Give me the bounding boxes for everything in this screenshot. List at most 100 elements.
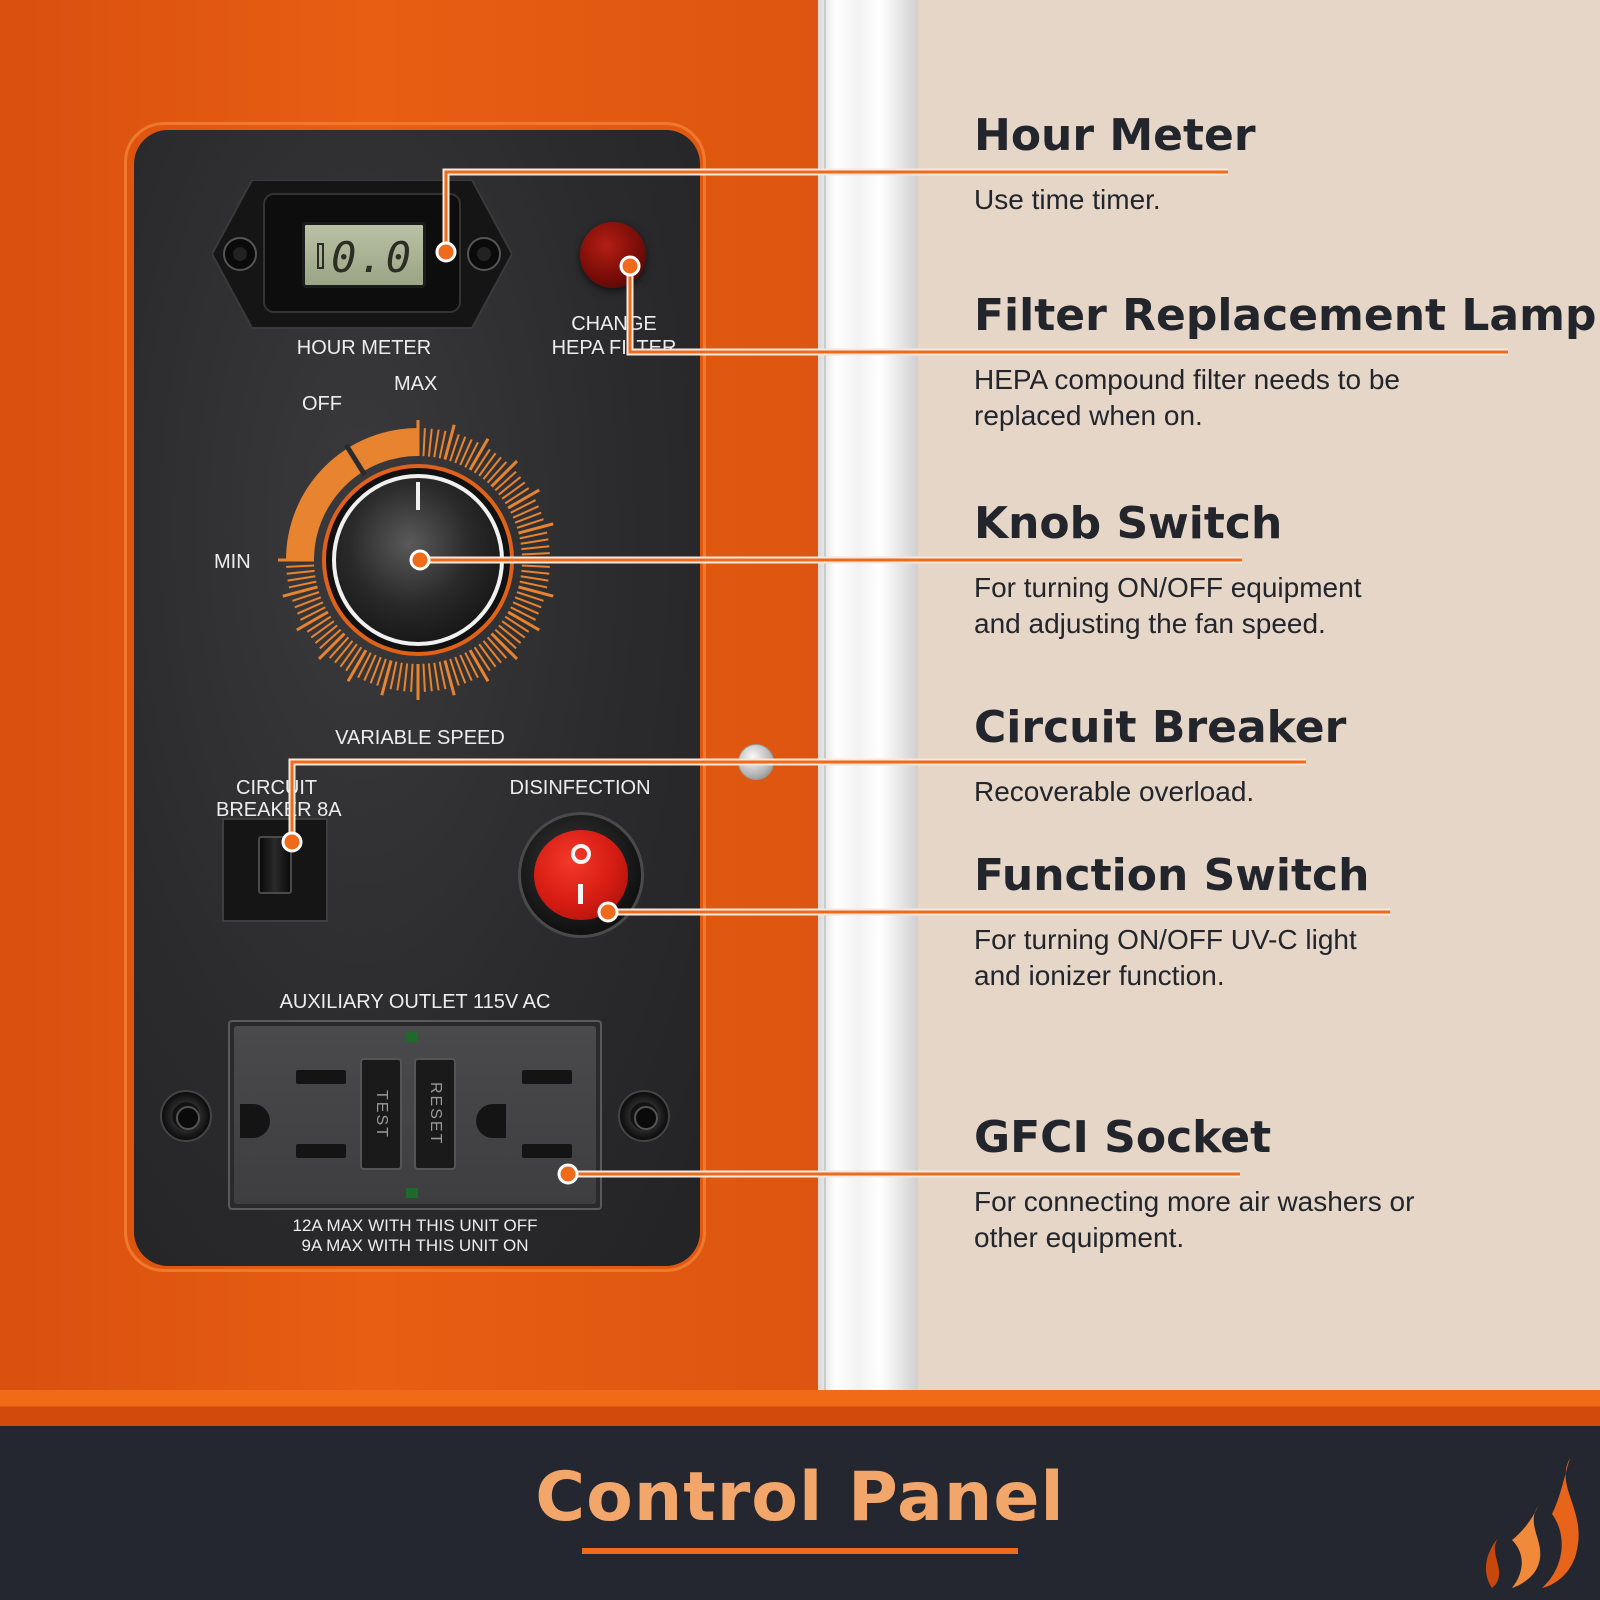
dial-tick: [427, 428, 433, 457]
dial-tick: [464, 441, 479, 468]
footer-underline: [582, 1548, 1018, 1554]
dial-tick: [396, 662, 403, 691]
dial-tick: [345, 646, 363, 672]
footer-bar: [0, 1426, 1600, 1600]
gfci-reset-button[interactable]: RESET: [414, 1058, 456, 1170]
dial-tick: [357, 652, 372, 679]
dial-tick: [433, 429, 440, 458]
rocker-off-mark: [571, 844, 591, 864]
dial-tick: [314, 624, 338, 644]
dial-tick: [468, 649, 490, 682]
feature-title: Filter Replacement Lamp: [974, 290, 1597, 341]
dial-tick: [299, 606, 326, 621]
dial-tick: [482, 456, 502, 480]
dial-tick: [317, 632, 346, 661]
breaker-lever[interactable]: [258, 836, 292, 894]
outlet-label: AUXILIARY OUTLET 115V AC: [279, 991, 551, 1013]
dial-tick: [486, 636, 508, 659]
dial-tick: [520, 575, 549, 582]
dial-tick: [376, 658, 387, 686]
dial-tick: [501, 481, 526, 500]
dial-tick: [346, 649, 368, 682]
dial-tick: [287, 575, 316, 582]
dial-tick: [518, 522, 554, 535]
dial-tick: [438, 430, 447, 459]
feature-desc-line1: For turning ON/OFF equipment: [974, 572, 1362, 603]
feature-title: Knob Switch: [974, 498, 1283, 549]
dial-tick: [306, 615, 332, 633]
dial-tick: [512, 601, 539, 615]
dial-tick: [486, 461, 508, 484]
min-label: MIN: [214, 551, 251, 573]
lcd-indicator: [317, 243, 324, 269]
disinfection-label: DISINFECTION: [509, 777, 651, 799]
breaker-label-line2: BREAKER 8A: [216, 799, 342, 821]
dial-tick: [334, 640, 354, 664]
footer-title: Control Panel: [535, 1458, 1065, 1537]
dial-tick: [510, 499, 537, 514]
panel-frame: [124, 122, 706, 1272]
gfci-outlet: TEST RESET: [234, 1026, 596, 1204]
hour-meter-display: 0.0: [302, 222, 426, 288]
dial-tick: [310, 620, 335, 639]
dial-tick: [478, 643, 497, 668]
dial-tick: [422, 663, 426, 692]
dial-tick: [459, 654, 473, 681]
screw-icon: [618, 1090, 670, 1142]
info-background: [918, 0, 1600, 1395]
feature-title: Function Switch: [974, 850, 1370, 901]
dial-tick: [494, 628, 517, 650]
feature-title: Circuit Breaker: [974, 702, 1347, 753]
dial-tick: [427, 663, 433, 692]
dial-tick: [286, 569, 315, 575]
feature-title: Hour Meter: [974, 110, 1256, 161]
dial-tick: [473, 646, 491, 672]
aluminum-rail: [818, 0, 918, 1395]
dial-tick: [433, 662, 440, 691]
feature-desc-line2: and adjusting the fan speed.: [974, 608, 1326, 639]
dial-tick: [286, 564, 315, 568]
feature-desc-line1: HEPA compound filter needs to be: [974, 364, 1400, 395]
dial-tick: [292, 591, 320, 602]
dial-tick: [449, 658, 460, 686]
max-label: MAX: [394, 373, 438, 395]
dial-tick: [403, 663, 409, 692]
dial-tick: [297, 601, 324, 615]
dial-tick: [389, 661, 398, 690]
dial-tick: [514, 596, 542, 609]
dial-tick: [490, 632, 519, 661]
screw-icon: [160, 1090, 212, 1142]
dial-tick: [454, 436, 467, 464]
gfci-test-button[interactable]: TEST: [360, 1058, 402, 1170]
dial-tick: [473, 448, 491, 474]
footer-stripe: [0, 1390, 1600, 1426]
dial-tick: [521, 552, 550, 556]
dial-tick: [328, 636, 350, 659]
dial-tick: [501, 620, 526, 639]
dial-tick: [464, 652, 479, 679]
dial-tick: [518, 585, 554, 598]
dial-tick: [369, 656, 382, 684]
lamp-label-line1: CHANGE: [571, 313, 657, 335]
feature-desc-line1: For connecting more air washers or: [974, 1186, 1415, 1217]
dial-tick: [454, 656, 467, 684]
dial-tick: [422, 428, 426, 457]
variable-speed-label: VARIABLE SPEED: [335, 727, 505, 749]
dial-tick: [498, 476, 522, 496]
dial-tick: [520, 538, 549, 545]
dial-tick: [443, 424, 456, 460]
dial-tick: [519, 531, 548, 540]
dial-tick: [490, 459, 519, 488]
dial-off-band: [286, 428, 419, 561]
feature-desc-line1: Recoverable overload.: [974, 776, 1255, 807]
breaker-label-line1: CIRCUIT: [236, 777, 318, 799]
rocker-on-mark: [578, 884, 583, 904]
feature-desc-line1: For turning ON/OFF UV-C light: [974, 924, 1357, 955]
dial-tick: [319, 628, 342, 650]
dial-tick: [288, 580, 317, 589]
feature-desc-line2: other equipment.: [974, 1222, 1185, 1253]
dial-tick: [519, 580, 548, 589]
dial-tick: [449, 434, 460, 462]
dial-tick: [443, 660, 456, 696]
